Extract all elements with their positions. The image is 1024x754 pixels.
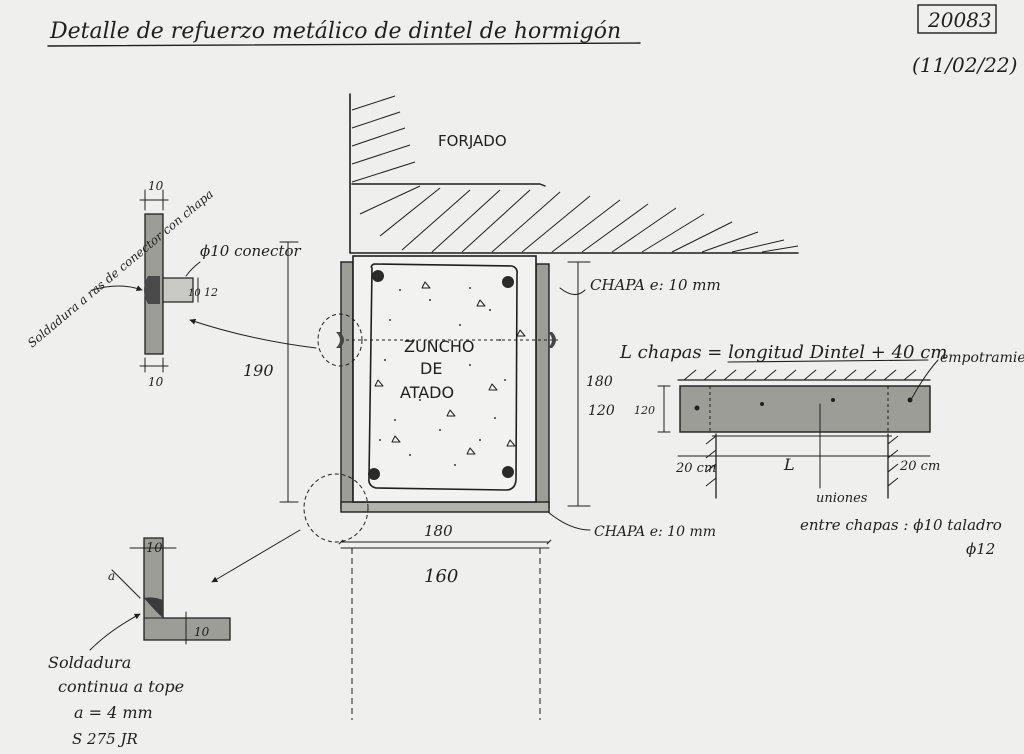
elevation-view: L chapas = longitud Dintel + 40 cm — [619, 342, 1024, 558]
corner-weld — [144, 597, 163, 618]
dim-180-vertical-label: 180 — [586, 374, 613, 390]
corner-weld-line2: continua a tope — [58, 677, 184, 696]
detail-circle-corner — [303, 473, 369, 543]
connector-diameter-label: ϕ10 conector — [200, 242, 302, 260]
drawing-title: Detalle de refuerzo metálico de dintel d… — [49, 19, 621, 44]
joints-note-line3: ϕ12 — [966, 540, 995, 558]
zuncho-label-2: DE — [420, 359, 442, 378]
joint-bolt-2 — [760, 402, 764, 406]
rebar-bottom-left — [368, 468, 380, 480]
stirrup — [368, 263, 518, 491]
detail-corner: 10 10 a Soldadura continua a tope a = 4 … — [48, 537, 231, 748]
joint-bolt-3 — [831, 398, 835, 402]
ref-number-box — [917, 4, 997, 34]
elevation-dim-height: 120 — [634, 404, 655, 417]
rebar-top-right — [502, 276, 514, 288]
connector-weld-note-text: Soldadura a ras de conector con chapa — [25, 187, 216, 351]
corner-dim-vertical: 10 — [146, 541, 163, 556]
left-weld-spot — [336, 332, 344, 348]
right-weld-spot — [548, 332, 556, 348]
left-steel-plate — [340, 261, 354, 509]
leader-to-connector-detail — [189, 318, 317, 349]
dim-120-label: 120 — [588, 403, 615, 419]
zuncho-label-3: ATADO — [400, 383, 454, 402]
title-underline — [47, 42, 641, 47]
plates-length-formula: L chapas = longitud Dintel + 40 cm — [619, 342, 947, 363]
elevation-top-hatch — [683, 369, 917, 381]
section-view: ZUNCHO DE ATADO 190 180 120 180 160 CHAP… — [189, 241, 721, 720]
elevation-dim-left: 20 cm — [675, 461, 716, 476]
corner-weld-line1: Soldadura — [48, 653, 131, 672]
joint-bolt-4 — [907, 397, 913, 403]
joints-note-line2: entre chapas : ϕ10 taladro — [800, 516, 1002, 534]
connector-weld-note: Soldadura a ras de conector con chapa — [25, 187, 216, 351]
steel-grade: S 275 JR — [72, 730, 138, 748]
elevation-steel-plate — [679, 385, 931, 433]
zuncho-concrete — [352, 255, 537, 503]
detail-connector: 10 10 ϕ10 conector 10 12 Soldadura a ras… — [25, 179, 302, 389]
connector-dim-top: 10 — [148, 179, 164, 193]
corner-dim-horizontal: 10 — [194, 625, 210, 639]
joints-note-line1: uniones — [816, 491, 868, 506]
ref-number: 20083 — [927, 8, 992, 32]
bottom-steel-plate — [340, 501, 550, 513]
embedment-label: empotramiento — [940, 350, 1024, 366]
leader-to-corner-detail — [211, 529, 301, 583]
plate-label-right: CHAPA e: 10 mm — [590, 276, 721, 294]
connector-dim-10: 10 — [188, 288, 201, 299]
connector-dim-12: 12 — [204, 286, 218, 299]
connector-dim-bottom: 10 — [148, 375, 164, 389]
plate-label-bottom: CHAPA e: 10 mm — [594, 524, 716, 540]
elevation-dim-span: L — [783, 455, 795, 474]
forjado-label: FORJADO — [438, 132, 507, 150]
concrete-aggregate — [379, 287, 506, 466]
corner-dim-a: a — [108, 569, 115, 583]
dim-190-label: 190 — [243, 361, 274, 380]
zuncho-label-1: ZUNCHO — [404, 337, 474, 356]
detail-circle-connector — [317, 313, 363, 367]
dim-180-horizontal-label: 180 — [424, 522, 453, 540]
connector-bar — [162, 277, 194, 303]
connector-weld — [144, 276, 160, 304]
corner-weld-line3: a = 4 mm — [74, 703, 153, 722]
drawing-date: (11/02/22) — [912, 53, 1017, 77]
dim-160-label: 160 — [424, 566, 458, 587]
elevation-dim-right: 20 cm — [899, 459, 940, 474]
right-steel-plate — [535, 263, 550, 509]
rebar-bottom-right — [502, 466, 514, 478]
rebar-top-left — [372, 270, 384, 282]
forjado-slab: FORJADO — [349, 93, 799, 254]
joint-bolt-1 — [694, 405, 700, 411]
